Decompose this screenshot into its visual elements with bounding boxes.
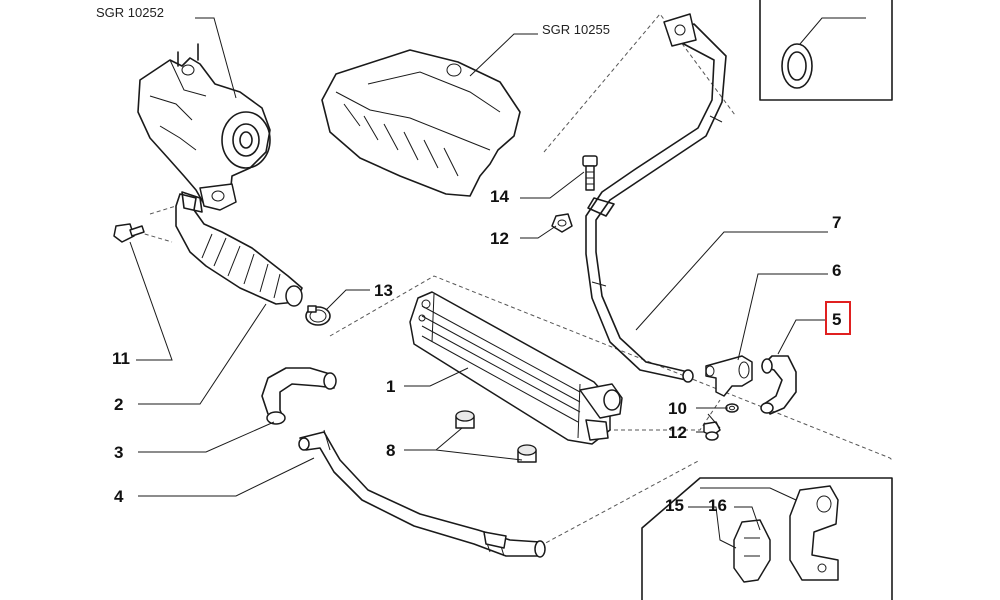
intake-manifold — [321, 49, 521, 197]
part-13-clamp — [305, 305, 331, 326]
callout-6: 6 — [832, 261, 841, 280]
part-8-leader — [404, 427, 523, 461]
part-8-mounts — [455, 410, 537, 463]
callout-11: 11 — [112, 349, 130, 368]
dashed-boundary-intercooler — [329, 275, 893, 461]
part-2-leader — [138, 303, 267, 405]
callout-5: 5 — [832, 310, 841, 329]
part-11-bolt — [113, 223, 145, 243]
part-12-top-leader — [520, 225, 557, 239]
part-5-leader — [777, 319, 826, 355]
part-6-connector — [705, 355, 753, 397]
callout-14: 14 — [490, 187, 509, 206]
detail-box-brackets — [641, 477, 893, 600]
part-4-lower-pipe — [298, 429, 546, 558]
part-3-elbow-hose — [261, 367, 337, 425]
manifold-ref-leader — [469, 33, 538, 77]
part-12-nut-bottom — [703, 421, 721, 441]
manifold-ref-label: SGR 10255 — [542, 22, 610, 37]
part-11-leader — [129, 241, 173, 361]
turbo-ref-label: SGR 10252 — [96, 5, 164, 20]
dashed-boundary-left — [137, 205, 177, 243]
callout-8: 8 — [386, 441, 395, 460]
callout-16: 16 — [708, 496, 727, 515]
callout-3: 3 — [114, 443, 123, 462]
callout-12-bottom: 12 — [668, 423, 687, 442]
callout-2: 2 — [114, 395, 123, 414]
part-13-leader — [325, 289, 370, 311]
part-2-hose — [175, 191, 303, 307]
part-6-leader — [737, 273, 828, 361]
callout-10: 10 — [668, 399, 687, 418]
part-3-leader — [138, 421, 275, 453]
callout-15: 15 — [665, 496, 684, 515]
turbo-ref-leader — [195, 17, 237, 99]
dashed-boundary-outlet — [600, 399, 721, 431]
callout-7: 7 — [832, 213, 841, 232]
part-5-hose — [760, 355, 797, 415]
callout-12-top: 12 — [490, 229, 509, 248]
callout-13: 13 — [374, 281, 393, 300]
detail-box-oring — [759, 0, 893, 101]
callout-4: 4 — [114, 487, 124, 506]
part-14-leader — [520, 171, 585, 199]
part-1-leader — [404, 367, 469, 387]
callout-1: 1 — [386, 377, 395, 396]
callout-5-highlight-box — [825, 301, 851, 335]
part-4-leader — [138, 457, 315, 497]
part-7-pipe — [585, 13, 727, 383]
part-7-leader — [635, 231, 828, 331]
dashed-boundary-bottom — [539, 459, 701, 547]
part-14-bolt — [582, 155, 598, 191]
turbocharger — [137, 43, 271, 211]
part-10-12-link — [707, 413, 721, 429]
part-12-nut-top — [551, 213, 573, 233]
part-1-intercooler — [409, 291, 623, 445]
